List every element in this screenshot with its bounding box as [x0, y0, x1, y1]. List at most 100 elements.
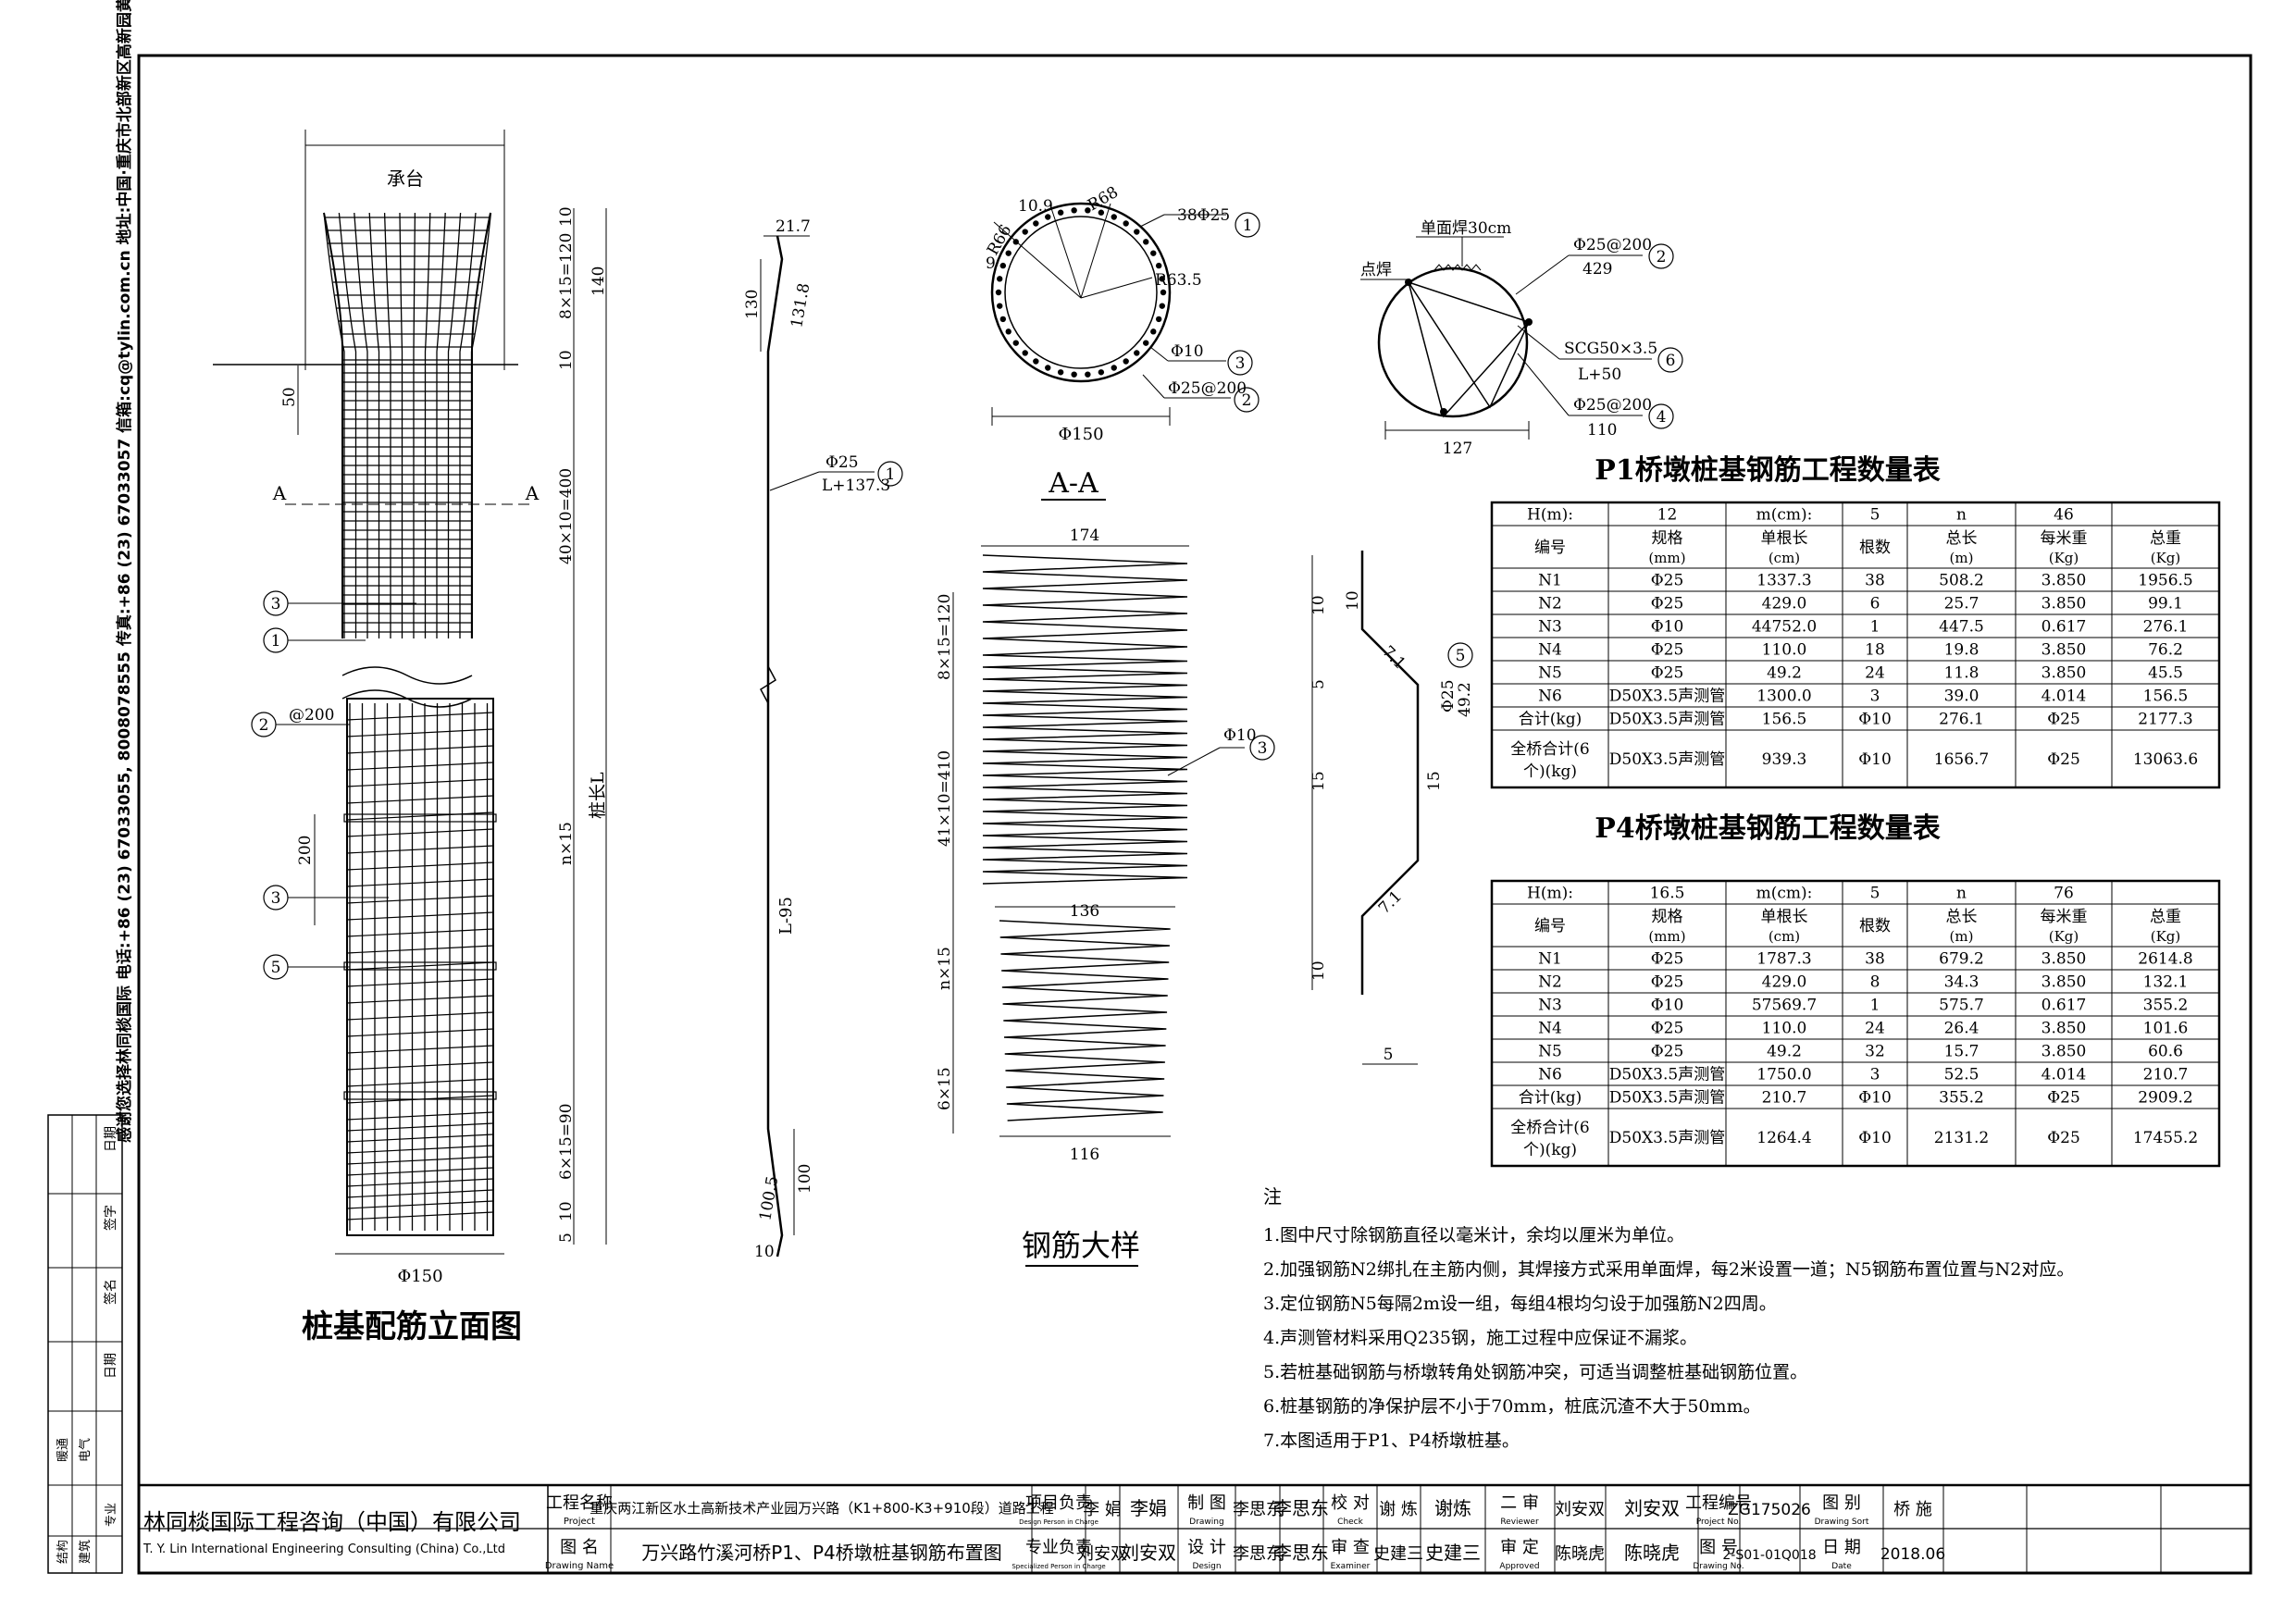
- n5-spec: Φ25: [1439, 679, 1458, 712]
- note-4: 4.声测管材料采用Q235钢，施工过程中应保证不漏浆。: [1263, 1328, 1697, 1348]
- table-cell: 11.8: [1944, 664, 1980, 683]
- table-cell: 276.1: [2143, 618, 2189, 637]
- drawing-number: 2-S01-01Q018: [1722, 1548, 1816, 1563]
- table-cell: 210.7: [1762, 1089, 1807, 1108]
- svg-text:5: 5: [1456, 647, 1466, 665]
- svg-text:2: 2: [259, 716, 269, 735]
- svg-text:3: 3: [271, 595, 281, 613]
- table-cell: 1: [1870, 618, 1880, 637]
- table-cell: 3.850: [2042, 1020, 2087, 1038]
- table-cell: 5: [1870, 885, 1880, 903]
- table-header-unit: (Kg): [2049, 928, 2079, 945]
- table-cell: N4: [1538, 1020, 1562, 1038]
- table-cell: 156.5: [1762, 711, 1807, 729]
- table-cell: N6: [1538, 688, 1562, 706]
- n2-length: 429: [1582, 260, 1612, 279]
- svg-text:2: 2: [1242, 391, 1252, 410]
- stiffener-weld-label: 单面焊30cm: [1421, 219, 1511, 238]
- cap-label: 承台: [387, 167, 424, 190]
- titleblock-cell: Project: [564, 1517, 595, 1527]
- bar-dim-131-8: 131.8: [788, 281, 813, 328]
- table-cell: N5: [1538, 664, 1562, 683]
- table-cell: 76.2: [2148, 641, 2183, 660]
- company-name-cn: 林同棪国际工程咨询（中国）有限公司: [143, 1509, 521, 1535]
- signoff-elec-label: 电气: [78, 1438, 93, 1462]
- titleblock-cell: 专业负责: [1025, 1538, 1092, 1557]
- n5-dim-10a: 10: [1309, 595, 1328, 615]
- notes: 注 1.图中尺寸除钢筋直径以毫米计，余均以厘米为单位。 2.加强钢筋N2绑扎在主…: [1263, 1185, 2074, 1451]
- table-cell: 1: [1870, 997, 1880, 1015]
- table-cell: Φ10: [1858, 750, 1892, 769]
- table-cell: n: [1956, 885, 1967, 903]
- table-cell: 276.1: [1939, 711, 1984, 729]
- bar-spec: Φ25: [825, 453, 859, 472]
- n5-dim-15a: 15: [1309, 771, 1328, 791]
- table-cell: Φ25: [1651, 1043, 1684, 1061]
- titleblock-cell: 二 审: [1500, 1493, 1539, 1513]
- titleblock-cell: 项目负责: [1025, 1493, 1092, 1513]
- table-cell: 编号: [1534, 539, 1566, 557]
- table-cell: Φ25: [1651, 572, 1684, 590]
- drawing-sort: 桥 施: [1893, 1500, 1932, 1519]
- table-cell: m(cm):: [1756, 885, 1813, 903]
- table-cell: 12: [1657, 506, 1678, 525]
- table-cell: Φ25: [2047, 711, 2080, 729]
- n6-length: L+50: [1578, 365, 1621, 384]
- table-cell: 根数: [1859, 917, 1891, 935]
- dim-10-mid: 10: [557, 350, 576, 370]
- table-cell: 2614.8: [2138, 950, 2192, 969]
- table-cell: 110.0: [1762, 1020, 1807, 1038]
- note-6: 6.桩基钢筋的净保护层不小于70mm，桩底沉渣不大于50mm。: [1263, 1396, 1761, 1417]
- dim-10-top: 10: [557, 206, 576, 227]
- table-header-unit: (Kg): [2049, 550, 2079, 566]
- table-cell: 45.5: [2148, 664, 2183, 683]
- table-cell: Φ10: [1651, 618, 1684, 637]
- table-cell: 合计(kg): [1519, 711, 1582, 729]
- table-cell: 24: [1865, 1020, 1885, 1038]
- note-3: 3.定位钢筋N5每隔2m设一组，每组4根均匀设于加强筋N2四周。: [1263, 1294, 1777, 1314]
- table-cell: 46: [2054, 506, 2074, 525]
- project-number: ZG175026: [1728, 1501, 1811, 1519]
- n5-dim-7-1b: 7.1: [1375, 887, 1406, 918]
- table-cell: 679.2: [1939, 950, 1984, 969]
- titleblock-cell: 工程编号: [1685, 1493, 1752, 1513]
- signoff-sign-label-2: 签名: [103, 1279, 118, 1305]
- table-cell: 210.7: [2143, 1066, 2189, 1084]
- titleblock-cell: 李 娟: [1083, 1500, 1122, 1519]
- titleblock-cell: Check: [1337, 1518, 1363, 1527]
- table-header-unit: (mm): [1648, 550, 1685, 566]
- table-cell: 4.014: [2042, 688, 2087, 706]
- table-cell: 3.850: [2042, 950, 2087, 969]
- titleblock-cell: 制 图: [1187, 1493, 1226, 1513]
- n5-dim-7-1a: 7.1: [1378, 642, 1409, 673]
- table-cell: Φ10: [1858, 711, 1892, 729]
- table-p4-title: P4桥墩桩基钢筋工程数量表: [1595, 812, 1940, 845]
- spiral-dim-6x15: 6×15: [936, 1067, 954, 1110]
- table-cell: 4.014: [2042, 1066, 2087, 1084]
- titleblock-cell: 图 号: [1699, 1538, 1738, 1557]
- table-cell: 24: [1865, 664, 1885, 683]
- signoff-spec-label: 专业: [105, 1503, 118, 1527]
- table-cell: D50X3.5声测管: [1609, 750, 1725, 769]
- table-header-cell: 总重: [2150, 908, 2181, 926]
- n5-dim-10b: 10: [1344, 590, 1362, 611]
- table-header-cell: 单根长: [1761, 908, 1808, 926]
- titleblock-cell: 史建三: [1373, 1544, 1423, 1564]
- elevation-title: 桩基配筋立面图: [302, 1308, 522, 1345]
- table-cell: D50X3.5声测管: [1609, 688, 1725, 706]
- table-cell: 全桥合计(6: [1510, 1119, 1589, 1137]
- table-cell: 3.850: [2042, 664, 2087, 683]
- signoff-arch-label: 建筑: [78, 1540, 93, 1564]
- svg-text:6: 6: [1666, 352, 1676, 370]
- table-cell: N1: [1538, 950, 1562, 969]
- bar-dim-100: 100: [796, 1164, 814, 1194]
- table-cell: 0.617: [2042, 618, 2087, 637]
- table-cell: D50X3.5声测管: [1609, 1089, 1725, 1108]
- table-cell: 3.850: [2042, 641, 2087, 660]
- signature: 李娟: [1130, 1497, 1167, 1519]
- titleblock-cell: 审 定: [1500, 1538, 1539, 1557]
- dim-40x10: 40×10=400: [557, 468, 576, 564]
- table-cell: n: [1956, 506, 1967, 525]
- table-cell: 355.2: [1939, 1089, 1984, 1108]
- table-cell: Φ25: [2047, 1129, 2080, 1147]
